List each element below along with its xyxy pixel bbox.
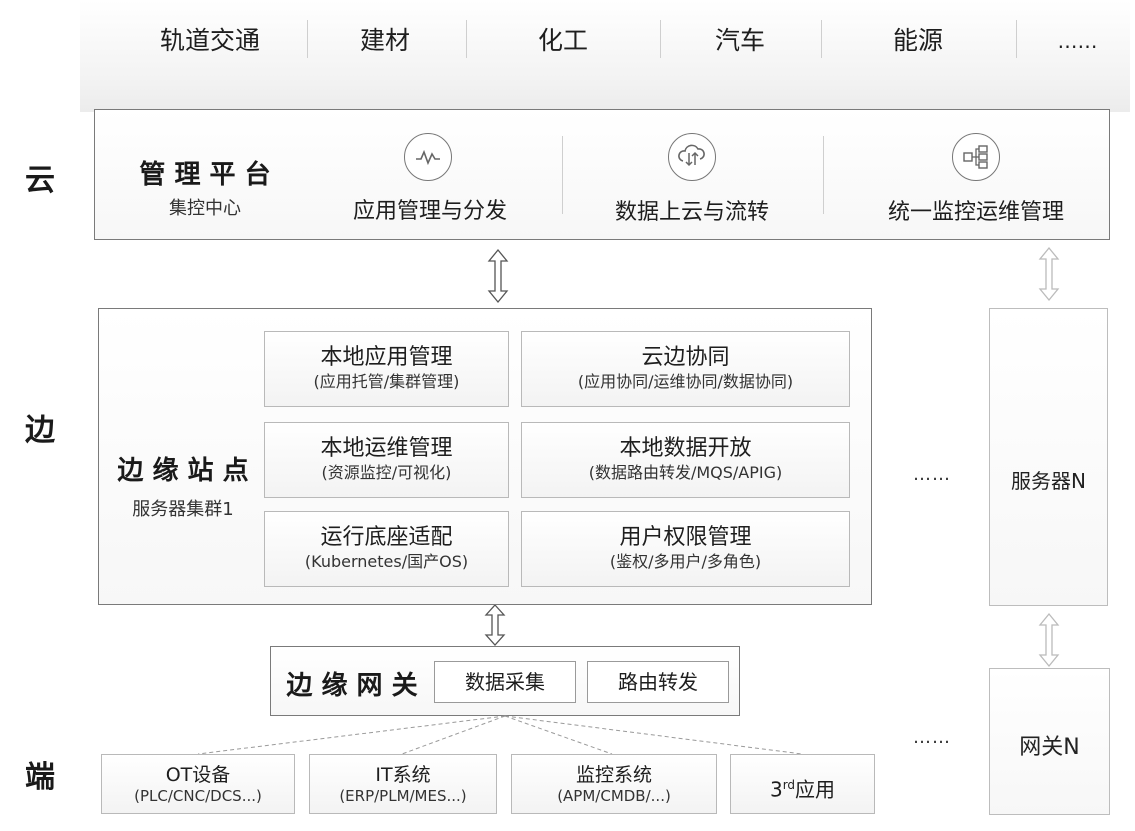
feature-app-management: 应用管理与分发: [352, 199, 507, 224]
terminal-it-systems: IT系统 (ERP/PLM/MES...): [309, 754, 497, 814]
industry-separator: [1016, 20, 1017, 58]
double-arrow-cloud-server-n: [1038, 246, 1060, 302]
industry-separator: [466, 20, 467, 58]
edge-card-title: 用户权限管理: [619, 525, 752, 550]
terminal-title: 监控系统: [575, 764, 652, 786]
gateway-ellipsis: ……: [913, 727, 951, 748]
feature-data-to-cloud: 数据上云与流转: [614, 200, 769, 225]
terminal-title: IT系统: [375, 764, 431, 786]
edge-card-title: 本地应用管理: [320, 345, 453, 370]
industry-building-materials: 建材: [359, 26, 410, 55]
feature-unified-monitoring: 统一监控运维管理: [887, 200, 1064, 225]
edge-card-title: 运行底座适配: [320, 525, 453, 550]
terminal-ot-devices: OT设备 (PLC/CNC/DCS...): [101, 754, 295, 814]
line-chart-icon: [404, 133, 452, 181]
edge-card-local-data-open: 本地数据开放 (数据路由转发/MQS/APIG): [521, 422, 850, 498]
layer-label-edge: 边: [25, 413, 55, 448]
edge-site-title: 边 缘 站 点: [117, 456, 249, 486]
double-arrow-edge-gateway: [484, 604, 506, 646]
edge-card-local-ops-management: 本地运维管理 (资源监控/可视化): [264, 422, 509, 498]
edge-card-local-app-management: 本地应用管理 (应用托管/集群管理): [264, 331, 509, 407]
industry-energy: 能源: [892, 26, 943, 55]
edge-card-subtitle: (资源监控/可视化): [321, 463, 452, 482]
industry-header-band: [80, 0, 1130, 112]
double-arrow-cloud-edge: [487, 248, 509, 304]
industry-rail-transit: 轨道交通: [159, 26, 260, 55]
edge-card-title: 本地运维管理: [320, 436, 453, 461]
edge-ellipsis: ……: [913, 464, 951, 485]
server-n-label: 服务器N: [1011, 469, 1086, 493]
industry-separator: [821, 20, 822, 58]
layer-label-cloud: 云: [25, 163, 55, 198]
data-collection-box: 数据采集: [434, 661, 576, 703]
cloud-management-platform: [94, 109, 1110, 240]
cloud-separator: [562, 136, 563, 214]
industry-separator: [307, 20, 308, 58]
terminal-subtitle: (ERP/PLM/MES...): [339, 787, 467, 805]
edge-card-subtitle: (Kubernetes/国产OS): [304, 552, 469, 571]
terminal-third-party-apps: 3rd应用: [730, 754, 875, 814]
terminal-title-ordinal: rd: [782, 778, 796, 792]
routing-forwarding-box: 路由转发: [587, 661, 729, 703]
edge-card-subtitle: (鉴权/多用户/多角色): [609, 552, 762, 571]
org-tree-icon: [952, 133, 1000, 181]
server-n-panel: 服务器N: [989, 308, 1108, 606]
terminal-title-number: 3: [769, 777, 783, 802]
edge-gateway-title: 边 缘 网 关: [286, 671, 418, 701]
industry-chemical: 化工: [537, 26, 588, 55]
edge-site-subtitle: 服务器集群1: [132, 499, 234, 520]
edge-card-subtitle: (应用协同/运维协同/数据协同): [577, 372, 794, 391]
cloud-platform-subtitle: 集控中心: [169, 198, 241, 219]
terminal-title: OT设备: [165, 764, 231, 786]
cloud-platform-title: 管 理 平 台: [139, 160, 271, 190]
gateway-n-panel: 网关N: [989, 668, 1110, 815]
terminal-title: 3rd应用: [731, 755, 874, 820]
terminal-subtitle: (PLC/CNC/DCS...): [134, 787, 262, 805]
gateway-n-label: 网关N: [1019, 735, 1080, 760]
industry-automotive: 汽车: [714, 26, 765, 55]
edge-card-subtitle: (应用托管/集群管理): [313, 372, 460, 391]
cloud-sync-icon: [668, 133, 716, 181]
edge-card-title: 本地数据开放: [619, 436, 752, 461]
industry-separator: [660, 20, 661, 58]
edge-card-user-permission-management: 用户权限管理 (鉴权/多用户/多角色): [521, 511, 850, 587]
terminal-subtitle: (APM/CMDB/...): [557, 787, 671, 805]
terminal-title-suffix: 应用: [795, 777, 836, 802]
industry-more: ……: [1057, 29, 1098, 53]
layer-label-terminal: 端: [25, 760, 55, 795]
edge-card-cloud-edge-collaboration: 云边协同 (应用协同/运维协同/数据协同): [521, 331, 850, 407]
double-arrow-server-gateway-n: [1038, 612, 1060, 668]
cloud-separator: [823, 136, 824, 214]
edge-card-subtitle: (数据路由转发/MQS/APIG): [588, 463, 783, 482]
edge-card-runtime-base-adaptation: 运行底座适配 (Kubernetes/国产OS): [264, 511, 509, 587]
terminal-monitoring-systems: 监控系统 (APM/CMDB/...): [511, 754, 717, 814]
edge-card-title: 云边协同: [641, 345, 730, 370]
